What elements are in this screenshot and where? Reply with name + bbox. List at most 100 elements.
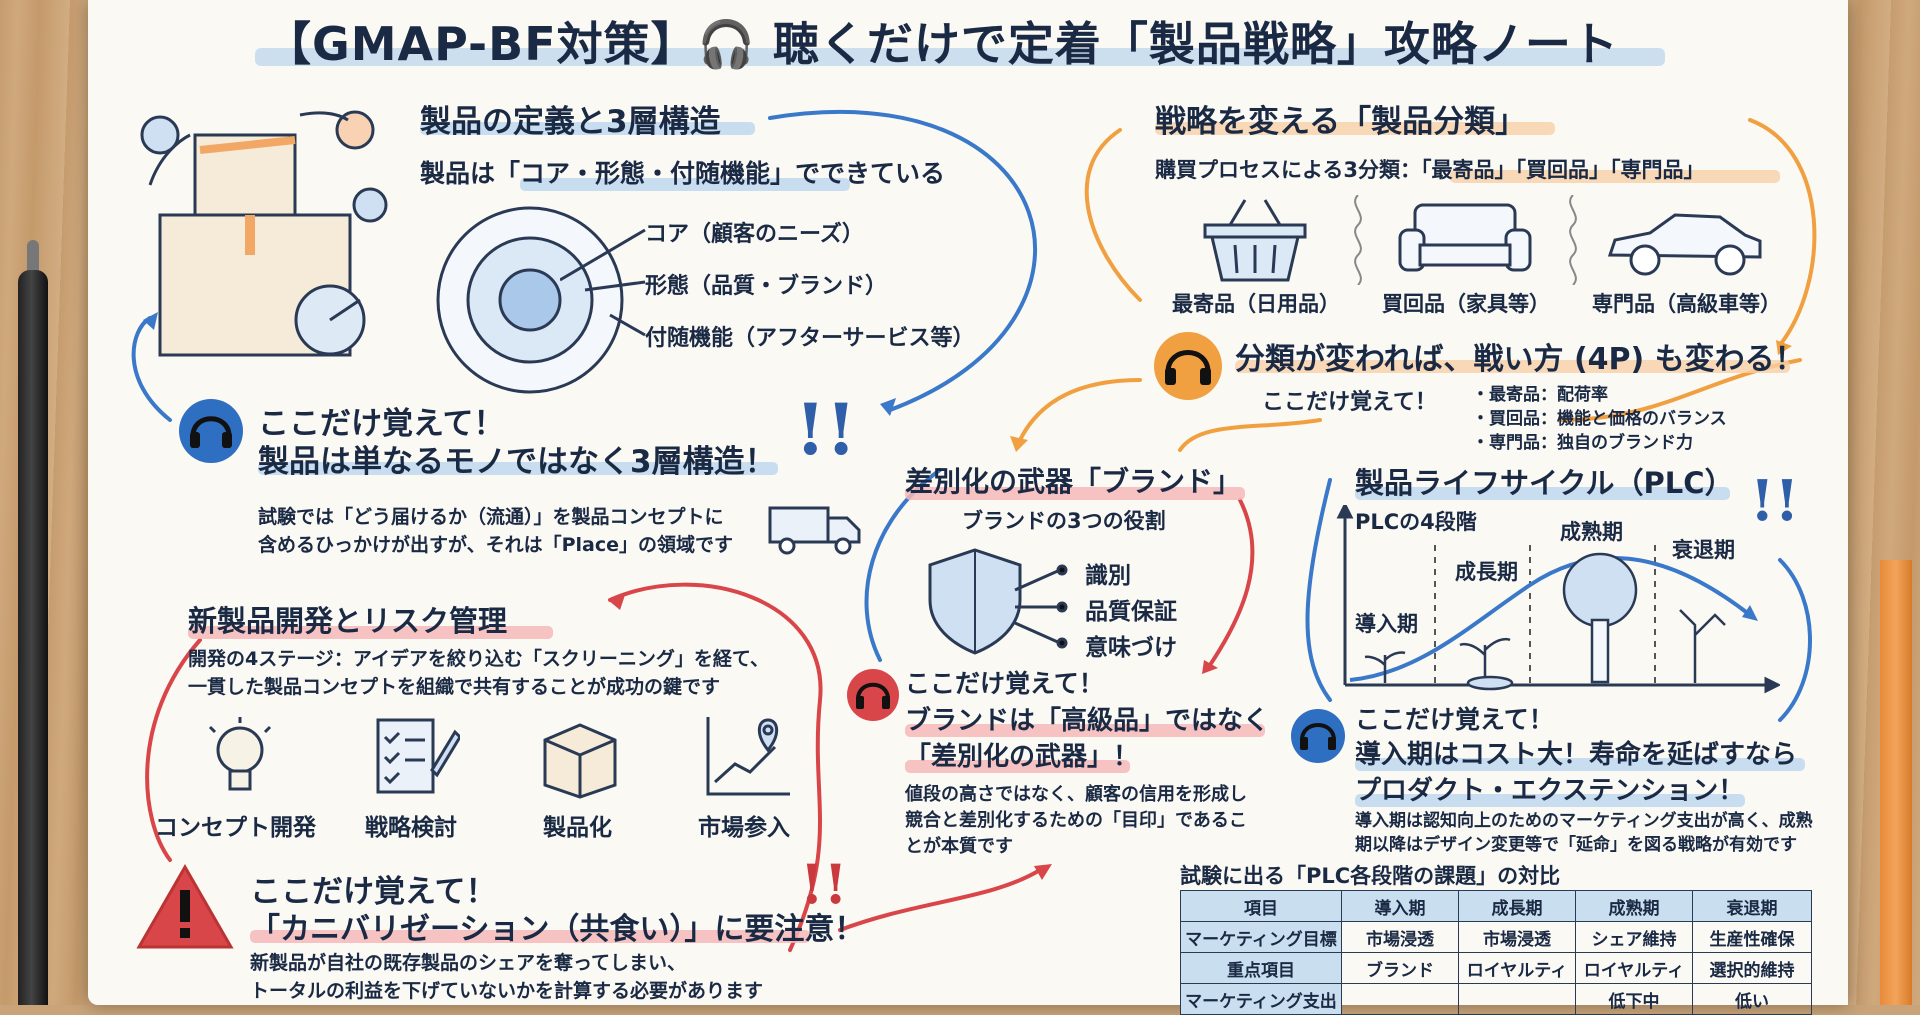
table-cell: マーケティング支出 xyxy=(1180,983,1342,1015)
headphones-icon xyxy=(179,399,243,463)
table-cell: 低い xyxy=(1692,983,1812,1015)
remember-text-development: 「カニバリゼーション（共食い）」に要注意！ xyxy=(250,912,865,947)
table-cell: 低下中 xyxy=(1575,983,1693,1015)
exclamation-icon-blue: !! xyxy=(795,388,857,471)
brand-role-identify: 識別 xyxy=(1085,563,1131,589)
heading-plc: 製品ライフサイクル（PLC） xyxy=(1355,466,1734,500)
class-bullet-2: ・買回品：機能と価格のバランス xyxy=(1472,409,1727,429)
table-cell: ロイヤルティ xyxy=(1458,952,1576,984)
remember-brand-line1: ブランドは「高級品」ではなく xyxy=(905,706,1270,736)
remember-plc-line2: プロダクト・エクステンション！ xyxy=(1355,776,1745,806)
table-row: マーケティング目標 市場浸透 市場浸透 シェア維持 生産性確保 xyxy=(1180,921,1812,953)
table-header: 成長期 xyxy=(1458,890,1576,922)
note-definition-line2: 含めるひっかけが出すが、それは「Place」の領域です xyxy=(258,534,734,556)
development-desc-line2: 一貫した製品コンセプトを組織で共有することが成功の鍵です xyxy=(188,676,721,698)
checklist-icon xyxy=(376,718,460,794)
remember-brand-line2: 「差別化の武器」！ xyxy=(905,742,1140,772)
truck-icon xyxy=(768,506,861,555)
classification-headline: 分類が変われば、戦い方 (4P) も変わる！ xyxy=(1235,342,1805,377)
table-header: 導入期 xyxy=(1341,890,1459,922)
blue-arrow-definition xyxy=(768,110,1038,412)
table-header: 成熟期 xyxy=(1575,890,1693,922)
pen-tip xyxy=(27,240,39,276)
table-row: 重点項目 ブランド ロイヤルティ ロイヤルティ 選択的維持 xyxy=(1180,952,1812,984)
class-shopping: 買回品（家具等） xyxy=(1382,292,1550,316)
heading-definition: 製品の定義と3層構造 xyxy=(420,104,721,140)
class-bullet-1: ・最寄品：配荷率 xyxy=(1472,385,1608,405)
dev-stage-concept: コンセプト開発 xyxy=(155,815,316,841)
note-brand-line3: とが本質です xyxy=(905,836,1013,857)
dev-stage-market: 市場参入 xyxy=(698,815,790,841)
car-icon xyxy=(1607,213,1762,276)
brand-role-quality: 品質保証 xyxy=(1085,599,1177,625)
class-convenience: 最寄品（日用品） xyxy=(1172,292,1340,316)
plc-curve-chart xyxy=(1336,505,1780,694)
plc-comparison-table: 項目 導入期 成長期 成熟期 衰退期 マーケティング目標 市場浸透 市場浸透 シ… xyxy=(1180,890,1812,1015)
three-layer-diagram xyxy=(436,206,624,394)
class-bullet-3: ・専門品：独自のブランド力 xyxy=(1472,433,1693,453)
table-cell: マーケティング目標 xyxy=(1180,921,1342,953)
squiggle-divider xyxy=(1354,195,1362,285)
headphones-icon-blue-2 xyxy=(1291,709,1345,763)
remember-plc-line1: 導入期はコスト大！寿命を延ばすなら xyxy=(1355,740,1798,770)
dev-stage-productize: 製品化 xyxy=(543,815,612,841)
plc-stage-maturity: 成熟期 xyxy=(1560,520,1623,544)
lightbulb-icon xyxy=(208,717,272,791)
note-development-line2: トータルの利益を下げていないかを計算する必要があります xyxy=(250,980,764,1002)
table-cell xyxy=(1458,983,1576,1015)
note-brand-line2: 競合と差別化するための「目印」であるこ xyxy=(905,810,1247,831)
table-cell xyxy=(1341,983,1459,1015)
remember-label-brand: ここだけ覚えて！ xyxy=(905,669,1104,698)
table-header-row: 項目 導入期 成長期 成熟期 衰退期 xyxy=(1180,890,1812,922)
subheading-classification: 購買プロセスによる3分類：「最寄品」「買回品」「専門品」 xyxy=(1155,158,1705,182)
headphones-icon-orange xyxy=(1154,332,1222,400)
table-title: 試験に出る「PLC各段階の課題」の対比 xyxy=(1180,864,1561,888)
remember-label-classification: ここだけ覚えて！ xyxy=(1262,390,1437,415)
plc-stage-introduction: 導入期 xyxy=(1355,612,1418,636)
plc-stage-decline: 衰退期 xyxy=(1672,538,1735,562)
market-entry-icon xyxy=(706,717,790,796)
headphones-icon-red xyxy=(847,669,899,721)
table-row: マーケティング支出 低下中 低い xyxy=(1180,983,1812,1015)
table-cell: 市場浸透 xyxy=(1458,921,1576,953)
dev-stage-strategy: 戦略検討 xyxy=(365,815,457,841)
box-cycle-illustration xyxy=(140,110,388,357)
warning-icon xyxy=(136,863,234,949)
remember-label-definition: ここだけ覚えて！ xyxy=(258,406,505,442)
plc-stage-growth: 成長期 xyxy=(1455,560,1518,584)
black-pen xyxy=(18,270,48,1005)
table-cell: シェア維持 xyxy=(1575,921,1693,953)
note-brand-line1: 値段の高さではなく、顧客の信用を形成し xyxy=(905,784,1247,805)
plc-chart-title: PLCの4段階 xyxy=(1355,510,1477,534)
subheading-definition: 製品は「コア・形態・付随機能」でできている xyxy=(420,159,946,188)
table-cell: ロイヤルティ xyxy=(1575,952,1693,984)
exclamation-icon-blue-2: !! xyxy=(1750,468,1800,534)
product-box-icon xyxy=(543,723,617,799)
remember-label-development: ここだけ覚えて！ xyxy=(250,874,497,910)
note-plc-line1: 導入期は認知向上のためのマーケティング支出が高く、成熟 xyxy=(1355,811,1813,831)
sofa-icon xyxy=(1398,203,1532,272)
heading-development: 新製品開発とリスク管理 xyxy=(188,604,508,638)
plc-curve xyxy=(1349,556,1752,682)
layer-leader-lines xyxy=(560,228,646,337)
table-cell: 重点項目 xyxy=(1180,952,1342,984)
notebook-paper xyxy=(88,0,1848,1005)
shield-icon xyxy=(928,548,1068,655)
layer-form: 形態（品質・ブランド） xyxy=(645,274,888,299)
brand-roles-title: ブランドの3つの役割 xyxy=(962,509,1166,533)
layer-augmented: 付随機能（アフターサービス等） xyxy=(645,326,975,351)
class-specialty: 専門品（高級車等） xyxy=(1592,292,1781,316)
basket-icon xyxy=(1203,199,1307,282)
page-title: 【GMAP-BF対策】🎧 聴くだけで定着「製品戦略」攻略ノート xyxy=(265,17,1619,71)
table-cell: 市場浸透 xyxy=(1341,921,1459,953)
table-cell: 選択的維持 xyxy=(1692,952,1812,984)
note-plc-line2: 期以降はデザイン変更等で「延命」を図る戦略が有効です xyxy=(1355,835,1797,855)
brand-role-meaning: 意味づけ xyxy=(1085,635,1177,661)
remember-label-plc: ここだけ覚えて！ xyxy=(1355,705,1554,734)
note-definition-line1: 試験では「どう届けるか（流通）」を製品コンセプトに xyxy=(258,506,724,528)
heading-classification: 戦略を変える「製品分類」 xyxy=(1155,104,1527,140)
exclamation-icon-red: !! xyxy=(800,852,848,916)
title-highlight xyxy=(255,48,1665,66)
table-cell: ブランド xyxy=(1341,952,1459,984)
